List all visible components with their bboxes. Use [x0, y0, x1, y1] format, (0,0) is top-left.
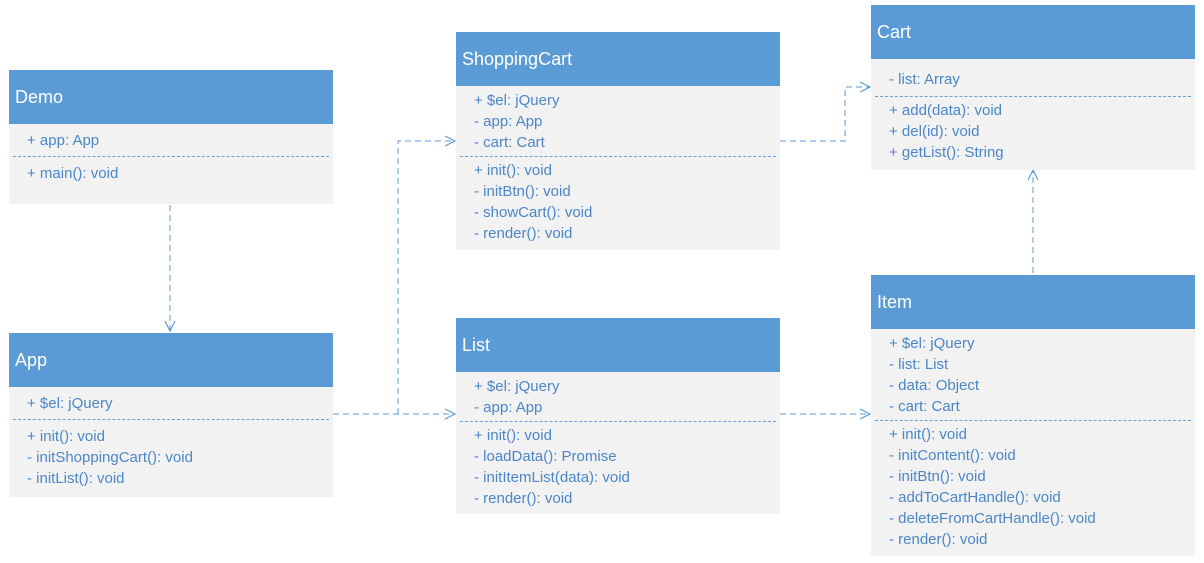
class-methods: + init(): void - loadData(): Promise - i…	[456, 422, 780, 512]
section-divider	[460, 421, 776, 422]
method: + init(): void	[474, 427, 552, 444]
class-header: App	[9, 333, 333, 387]
method: + main(): void	[27, 165, 119, 182]
method: + init(): void	[889, 426, 967, 443]
class-attributes: + $el: jQuery - app: App	[456, 372, 780, 421]
section-divider	[13, 156, 329, 157]
method: + del(id): void	[889, 123, 980, 140]
attribute: - app: App	[474, 399, 543, 416]
attribute: - cart: Cart	[889, 398, 960, 415]
attribute: + $el: jQuery	[27, 395, 113, 412]
class-attributes: - list: Array	[871, 59, 1195, 96]
method: - initItemList(data): void	[474, 469, 630, 486]
method: - initBtn(): void	[474, 183, 571, 200]
class-header: Cart	[871, 5, 1195, 59]
method: + getList(): String	[889, 144, 1004, 161]
class-shoppingcart[interactable]: ShoppingCart + $el: jQuery - app: App - …	[456, 32, 780, 250]
attribute: - list: List	[889, 356, 949, 373]
section-divider	[460, 156, 776, 157]
class-item[interactable]: Item + $el: jQuery - list: List - data: …	[871, 275, 1195, 556]
class-methods: + add(data): void + del(id): void + getL…	[871, 97, 1195, 166]
class-attributes: + app: App	[9, 124, 333, 156]
attribute: - list: Array	[889, 71, 960, 88]
link-app-to-shoppingcart	[397, 141, 455, 414]
section-divider	[875, 96, 1191, 97]
class-app[interactable]: App + $el: jQuery + init(): void - initS…	[9, 333, 333, 497]
attribute: - cart: Cart	[474, 134, 545, 151]
class-header: List	[456, 318, 780, 372]
class-methods: + init(): void - initShoppingCart(): voi…	[9, 420, 333, 494]
link-shoppingcart-to-cart	[780, 87, 870, 142]
method: - render(): void	[889, 531, 988, 548]
class-list[interactable]: List + $el: jQuery - app: App + init(): …	[456, 318, 780, 514]
method: + init(): void	[474, 162, 552, 179]
method: - initBtn(): void	[889, 468, 986, 485]
method: - initList(): void	[27, 470, 125, 487]
method: + add(data): void	[889, 102, 1002, 119]
class-attributes: + $el: jQuery - list: List - data: Objec…	[871, 329, 1195, 420]
method: - loadData(): Promise	[474, 448, 617, 465]
method: - addToCartHandle(): void	[889, 489, 1061, 506]
attribute: + $el: jQuery	[474, 378, 560, 395]
class-demo[interactable]: Demo + app: App + main(): void	[9, 70, 333, 204]
attribute: - app: App	[474, 113, 543, 130]
method: - deleteFromCartHandle(): void	[889, 510, 1096, 527]
method: - render(): void	[474, 225, 573, 242]
class-methods: + init(): void - initBtn(): void - showC…	[456, 157, 780, 247]
class-methods: + init(): void - initContent(): void - i…	[871, 421, 1195, 553]
method: + init(): void	[27, 428, 105, 445]
class-header: Demo	[9, 70, 333, 124]
method: - initShoppingCart(): void	[27, 449, 193, 466]
class-cart[interactable]: Cart - list: Array + add(data): void + d…	[871, 5, 1195, 170]
attribute: + $el: jQuery	[474, 92, 560, 109]
method: - initContent(): void	[889, 447, 1016, 464]
class-header: ShoppingCart	[456, 32, 780, 86]
method: - showCart(): void	[474, 204, 593, 221]
class-attributes: + $el: jQuery - app: App - cart: Cart	[456, 86, 780, 156]
attribute: + $el: jQuery	[889, 335, 975, 352]
class-header: Item	[871, 275, 1195, 329]
method: - render(): void	[474, 490, 573, 507]
attribute: + app: App	[27, 132, 100, 149]
section-divider	[13, 419, 329, 420]
section-divider	[875, 420, 1191, 421]
attribute: - data: Object	[889, 377, 980, 394]
class-attributes: + $el: jQuery	[9, 387, 333, 419]
class-methods: + main(): void	[9, 157, 333, 189]
